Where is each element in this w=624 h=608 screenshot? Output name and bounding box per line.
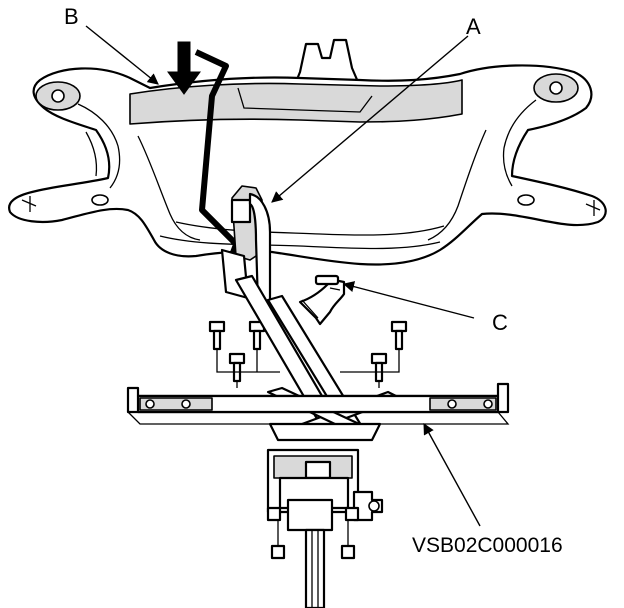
bolt-icon — [270, 544, 286, 560]
bolt-icon — [208, 320, 226, 351]
bolt-icon — [390, 320, 408, 351]
bolt-icon — [266, 506, 282, 522]
bolt-icon — [228, 352, 246, 383]
bolt-icon — [340, 544, 356, 560]
subframe — [8, 38, 607, 266]
clip-part-c — [298, 274, 346, 326]
leader-line-b — [85, 25, 159, 85]
jack-head — [266, 448, 384, 608]
bolt-icon — [344, 506, 360, 522]
callout-label-b: B — [64, 4, 79, 29]
leader-line-id — [423, 423, 481, 527]
bolt-set — [208, 320, 408, 388]
figure-id-label: VSB02C000016 — [412, 534, 563, 557]
bolt-icon — [370, 352, 388, 383]
leader-line-c — [342, 281, 475, 319]
jack-beam — [126, 382, 510, 442]
leader-lines — [85, 25, 481, 527]
callout-label-a: A — [466, 14, 481, 39]
leader-line-a — [271, 35, 469, 203]
callout-label-c: C — [492, 310, 508, 335]
